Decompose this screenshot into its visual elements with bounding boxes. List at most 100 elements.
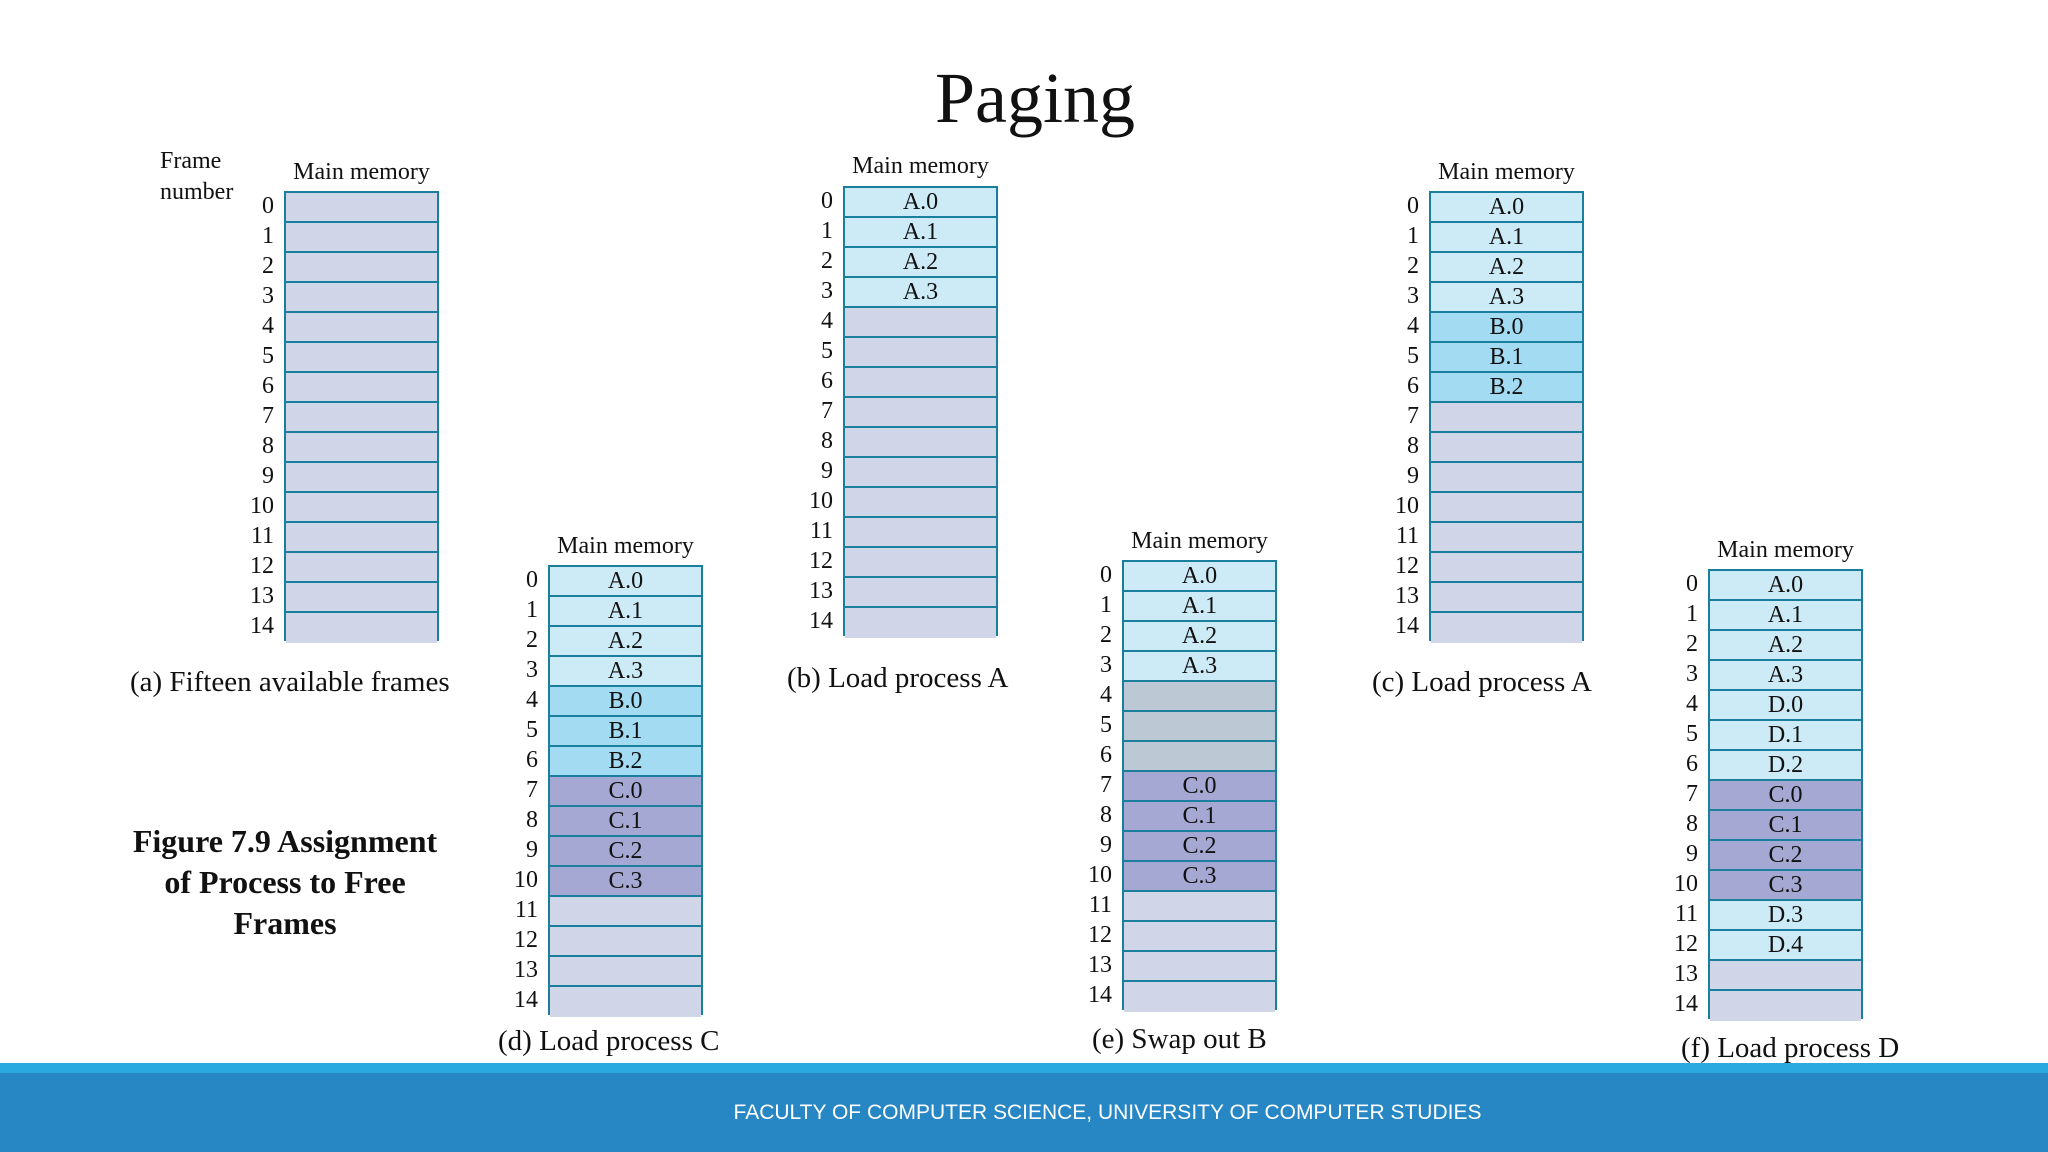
footer-stripe bbox=[0, 1063, 2048, 1073]
main-memory-label: Main memory bbox=[1438, 159, 1575, 185]
frame-number: 0 bbox=[1686, 571, 1698, 597]
memory-frame bbox=[1124, 952, 1275, 982]
panel-caption: (a) Fifteen available frames bbox=[130, 666, 450, 698]
memory-frame: B.0 bbox=[1431, 313, 1582, 343]
frame-number: 7 bbox=[1407, 403, 1419, 429]
frame-number: 13 bbox=[514, 957, 538, 983]
frame-number: 1 bbox=[1686, 601, 1698, 627]
frame-number: 7 bbox=[1686, 781, 1698, 807]
frame-number: 2 bbox=[262, 253, 274, 279]
memory-frame: A.3 bbox=[845, 278, 996, 308]
memory-frame: A.2 bbox=[550, 627, 701, 657]
frame-number: 8 bbox=[1686, 811, 1698, 837]
memory-frame bbox=[1431, 583, 1582, 613]
panel-caption: (c) Load process A bbox=[1372, 666, 1592, 698]
frame-number: 11 bbox=[514, 897, 538, 923]
frame-number: 14 bbox=[250, 613, 274, 639]
memory-frame bbox=[1710, 961, 1861, 991]
frame-number: 0 bbox=[262, 193, 274, 219]
frame-number: 14 bbox=[809, 608, 833, 634]
memory-frame: C.0 bbox=[550, 777, 701, 807]
memory-frame: A.0 bbox=[845, 188, 996, 218]
memory-frame bbox=[286, 373, 437, 403]
main-memory-label: Main memory bbox=[557, 533, 694, 559]
memory-frame: A.1 bbox=[1710, 601, 1861, 631]
frame-number: 10 bbox=[1674, 871, 1698, 897]
memory-frame bbox=[286, 583, 437, 613]
frame-number: 2 bbox=[1686, 631, 1698, 657]
frame-number: 10 bbox=[250, 493, 274, 519]
memory-frame bbox=[1431, 523, 1582, 553]
frame-number: 14 bbox=[1674, 991, 1698, 1017]
frame-number: 3 bbox=[262, 283, 274, 309]
memory-frame bbox=[550, 987, 701, 1017]
frame-number: 5 bbox=[526, 717, 538, 743]
frame-number: 8 bbox=[821, 428, 833, 454]
memory-frame bbox=[286, 343, 437, 373]
memory-frame bbox=[845, 398, 996, 428]
frame-number: 10 bbox=[809, 488, 833, 514]
frame-number: 2 bbox=[526, 627, 538, 653]
memory-frame: D.3 bbox=[1710, 901, 1861, 931]
memory-frame bbox=[1124, 742, 1275, 772]
frame-number: 9 bbox=[1100, 832, 1112, 858]
frame-number: 5 bbox=[1686, 721, 1698, 747]
frame-number: 11 bbox=[809, 518, 833, 544]
memory-frame: C.1 bbox=[1124, 802, 1275, 832]
memory-frame: C.2 bbox=[1710, 841, 1861, 871]
slide-title: Paging bbox=[934, 58, 1135, 138]
frame-number: 12 bbox=[809, 548, 833, 574]
main-memory-label: Main memory bbox=[852, 153, 989, 179]
memory-frame bbox=[550, 957, 701, 987]
panel-caption: (f) Load process D bbox=[1681, 1032, 1900, 1064]
memory-frame: B.0 bbox=[550, 687, 701, 717]
frame-number: 13 bbox=[250, 583, 274, 609]
memory-frame: D.4 bbox=[1710, 931, 1861, 961]
figure-caption: Figure 7.9 Assignment of Process to Free… bbox=[110, 821, 460, 944]
frame-number: 1 bbox=[1407, 223, 1419, 249]
memory-frame: A.1 bbox=[845, 218, 996, 248]
frame-number: 12 bbox=[250, 553, 274, 579]
frame-number: 9 bbox=[821, 458, 833, 484]
frame-number: 9 bbox=[1686, 841, 1698, 867]
memory-frame bbox=[286, 283, 437, 313]
memory-frame bbox=[286, 223, 437, 253]
memory-frame bbox=[1431, 613, 1582, 643]
memory-frame bbox=[1431, 553, 1582, 583]
memory-frame bbox=[1431, 433, 1582, 463]
frame-number: 10 bbox=[1088, 862, 1112, 888]
memory-frame bbox=[845, 458, 996, 488]
frame-number: 8 bbox=[1407, 433, 1419, 459]
memory-frame: C.2 bbox=[550, 837, 701, 867]
memory-frame bbox=[550, 897, 701, 927]
memory-frame bbox=[845, 518, 996, 548]
panel-caption: (e) Swap out B bbox=[1092, 1023, 1267, 1055]
figure-caption-line-1: Figure 7.9 Assignment bbox=[132, 823, 438, 859]
frame-number: 5 bbox=[1407, 343, 1419, 369]
frame-number: 1 bbox=[1100, 592, 1112, 618]
footer-bar: FACULTY OF COMPUTER SCIENCE, UNIVERSITY … bbox=[0, 1073, 2048, 1152]
memory-frame: D.2 bbox=[1710, 751, 1861, 781]
frame-number: 11 bbox=[1395, 523, 1419, 549]
footer-text: FACULTY OF COMPUTER SCIENCE, UNIVERSITY … bbox=[733, 1101, 1482, 1124]
memory-frame bbox=[1124, 922, 1275, 952]
memory-frame: C.3 bbox=[550, 867, 701, 897]
memory-frame: C.1 bbox=[1710, 811, 1861, 841]
panel-caption: (b) Load process A bbox=[787, 662, 1009, 694]
memory-frame: A.3 bbox=[1431, 283, 1582, 313]
main-memory-label: Main memory bbox=[1717, 537, 1854, 563]
memory-frame bbox=[1710, 991, 1861, 1021]
memory-frame bbox=[286, 613, 437, 643]
memory-frame: C.2 bbox=[1124, 832, 1275, 862]
figure-caption-line-2: of Process to Free bbox=[164, 864, 406, 900]
memory-frame bbox=[1124, 892, 1275, 922]
main-memory-label: Main memory bbox=[1131, 528, 1268, 554]
memory-frame: A.0 bbox=[1124, 562, 1275, 592]
frame-number: 1 bbox=[262, 223, 274, 249]
memory-frame bbox=[286, 253, 437, 283]
frame-number: 2 bbox=[821, 248, 833, 274]
